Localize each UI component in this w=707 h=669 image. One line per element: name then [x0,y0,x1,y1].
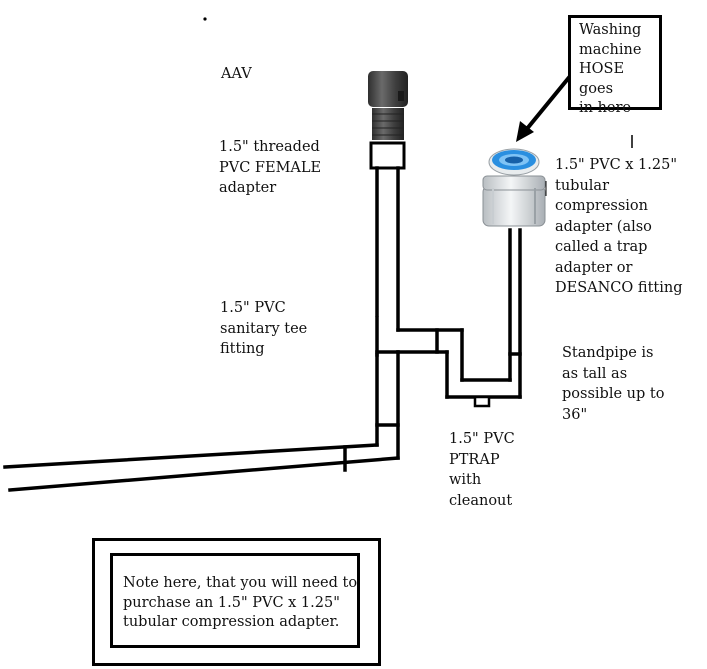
note-text: Note here, that you will need to purchas… [123,575,358,630]
pipe-lines [3,166,522,492]
note-box-inner: Note here, that you will need to purchas… [110,553,360,648]
hose-callout-box: Washing machine HOSE goes in here [568,15,662,116]
standpipe-label: Standpipe is as tall as possible up to 3… [562,345,665,423]
female-adapter-label: 1.5" threaded PVC FEMALE adapter [219,139,322,196]
stray-dot [203,17,207,21]
ptrap-label: 1.5" PVC PTRAP with cleanout [449,431,515,509]
compression-adapter-label: 1.5" PVC x 1.25" tubular compression ada… [555,157,683,296]
female-adapter-fitting [369,141,406,170]
callout-arrow-icon [516,73,573,142]
sanitary-tee-label: 1.5" PVC sanitary tee fitting [220,300,308,357]
cleanout-plug [473,395,491,408]
compression-adapter-icon [482,148,546,227]
aav-label: AAV [221,66,252,82]
hose-callout-text: Washing machine HOSE goes in here [579,22,642,116]
note-box-outer: Note here, that you will need to purchas… [92,538,381,666]
air-admittance-valve-icon [368,71,408,140]
